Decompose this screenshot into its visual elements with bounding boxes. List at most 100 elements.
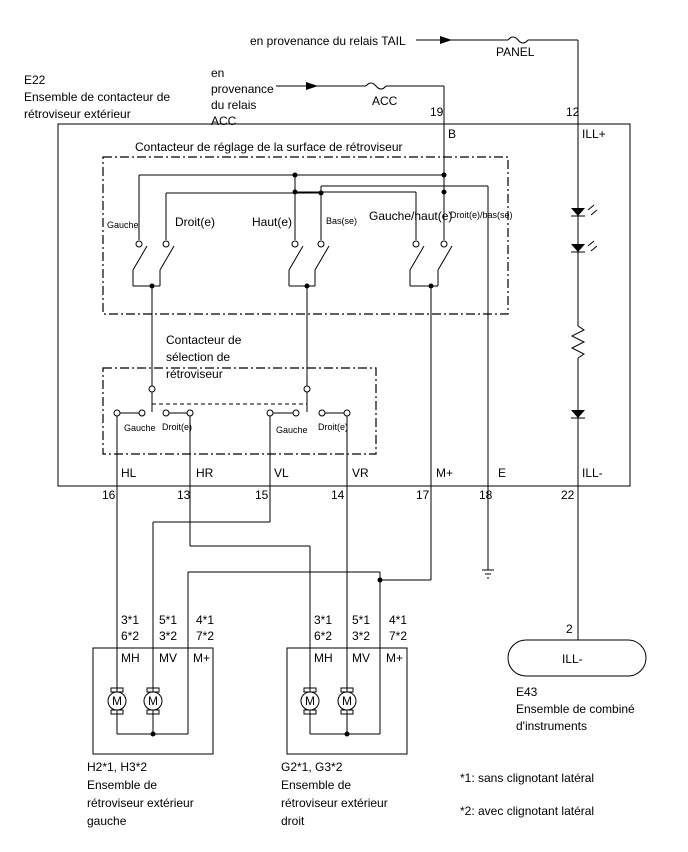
led-icon bbox=[571, 208, 585, 216]
mirror-left-pin-mp-2: 7*2 bbox=[196, 629, 214, 643]
pin-17: 17 bbox=[416, 488, 430, 502]
terminal-hl: HL bbox=[121, 466, 137, 480]
acc-source-line-4: ACC bbox=[211, 114, 237, 128]
mirror-left-assembly bbox=[92, 647, 214, 755]
select-label-left-2: Gauche bbox=[276, 425, 308, 435]
pin-18: 18 bbox=[479, 488, 493, 502]
acc-fuse-label: ACC bbox=[372, 94, 398, 108]
harness-wires bbox=[116, 416, 494, 734]
mirror-left-code: H2*1, H3*2 bbox=[87, 760, 147, 774]
mirror-left-pin-mv-1: 5*1 bbox=[159, 613, 177, 627]
mirror-left-pin-mh-2: 6*2 bbox=[121, 629, 139, 643]
mirror-right-terminal-mp: M+ bbox=[386, 651, 403, 665]
acc-source-line-3: du relais bbox=[211, 98, 256, 112]
tail-feed: en provenance du relais TAIL PANEL bbox=[250, 34, 579, 124]
mirror-right-code: G2*1, G3*2 bbox=[281, 760, 343, 774]
diode-icon bbox=[571, 410, 585, 418]
panel-fuse-label: PANEL bbox=[496, 45, 535, 59]
arrow-right-icon bbox=[440, 36, 452, 44]
terminal-ill-plus: ILL+ bbox=[582, 127, 606, 141]
mirror-right-pin-mp-1: 4*1 bbox=[389, 613, 407, 627]
pin-16: 16 bbox=[102, 488, 116, 502]
mirror-right-name-line-2: rétroviseur extérieur bbox=[281, 796, 388, 810]
pin-13: 13 bbox=[177, 488, 191, 502]
adjust-label-left: Gauche bbox=[107, 220, 139, 230]
mirror-left-pin-mh-1: 3*1 bbox=[121, 613, 139, 627]
pin-19: 19 bbox=[430, 105, 444, 119]
illumination-circuit bbox=[570, 124, 598, 640]
adjust-switch-box bbox=[102, 156, 509, 315]
mirror-left-terminal-mh: MH bbox=[121, 651, 140, 665]
mirror-left-pin-mv-2: 3*2 bbox=[159, 629, 177, 643]
select-label-right-1: Droit(e) bbox=[162, 422, 192, 432]
adjust-switch-title: Contacteur de réglage de la surface de r… bbox=[135, 140, 403, 154]
select-switch-wiring bbox=[113, 385, 351, 417]
acc-feed: en provenance du relais ACC ACC bbox=[211, 66, 445, 128]
mirror-right-motor-v-label: M bbox=[342, 694, 352, 708]
motor-icon bbox=[300, 691, 320, 711]
mirror-right-pin-mh-2: 6*2 bbox=[314, 629, 332, 643]
mirror-right-motor-h-label: M bbox=[305, 694, 315, 708]
e22-switch-assembly bbox=[57, 123, 631, 487]
mirror-left-name-line-1: Ensemble de bbox=[87, 778, 157, 792]
acc-source-line-1: en bbox=[211, 66, 224, 80]
motor-icon bbox=[337, 691, 357, 711]
adjust-label-right-down: Droit(e)/bas(se) bbox=[450, 210, 513, 220]
select-switch-title-line-2: sélection de bbox=[166, 350, 230, 364]
e22-code: E22 bbox=[24, 73, 46, 87]
mirror-right-terminal-mh: MH bbox=[314, 651, 333, 665]
acc-source-line-2: provenance bbox=[211, 82, 274, 96]
arrow-right-icon bbox=[306, 82, 318, 90]
mirror-left-terminal-mp: M+ bbox=[193, 651, 210, 665]
adjust-label-up: Haut(e) bbox=[252, 215, 292, 229]
resistor-icon bbox=[570, 325, 586, 359]
fuse-icon bbox=[365, 82, 387, 90]
led-icon bbox=[571, 244, 585, 252]
mirror-left-name-line-3: gauche bbox=[87, 814, 127, 828]
select-switch-box bbox=[102, 367, 377, 455]
terminal-e: E bbox=[498, 466, 506, 480]
fuse-icon bbox=[507, 36, 529, 44]
select-label-right-2: Droit(e) bbox=[318, 422, 348, 432]
pin-14: 14 bbox=[331, 488, 345, 502]
note-2: *2: avec clignotant latéral bbox=[460, 804, 594, 818]
adjust-switch-wiring bbox=[132, 124, 489, 580]
terminal-b: B bbox=[448, 127, 456, 141]
mirror-right-name-line-3: droit bbox=[281, 814, 305, 828]
pin-12: 12 bbox=[566, 105, 580, 119]
mirror-right-pin-mh-1: 3*1 bbox=[314, 613, 332, 627]
mirror-left-motor-v-label: M bbox=[148, 694, 158, 708]
pin-15: 15 bbox=[255, 488, 269, 502]
terminal-hr: HR bbox=[196, 466, 214, 480]
mirror-right-assembly bbox=[286, 647, 408, 755]
terminal-vr: VR bbox=[352, 466, 369, 480]
select-switch-title-line-1: Contacteur de bbox=[166, 333, 242, 347]
terminal-vl: VL bbox=[274, 466, 289, 480]
e43-name-line-1: Ensemble de combiné bbox=[516, 702, 635, 716]
adjust-label-left-up: Gauche/haut(e) bbox=[369, 209, 452, 223]
terminal-m-plus: M+ bbox=[436, 466, 453, 480]
select-label-left-1: Gauche bbox=[124, 423, 156, 433]
mirror-right-name-line-1: Ensemble de bbox=[281, 778, 351, 792]
mirror-left-motor-h-label: M bbox=[112, 694, 122, 708]
terminal-ill-minus: ILL- bbox=[582, 466, 603, 480]
pin-22: 22 bbox=[561, 488, 575, 502]
note-1: *1: sans clignotant latéral bbox=[460, 771, 594, 785]
e22-name-line-1: Ensemble de contacteur de bbox=[24, 90, 170, 104]
e43-code: E43 bbox=[516, 685, 538, 699]
e43-terminal: ILL- bbox=[562, 652, 583, 666]
motor-icon bbox=[143, 691, 163, 711]
mirror-right-pin-mp-2: 7*2 bbox=[389, 629, 407, 643]
tail-source-label: en provenance du relais TAIL bbox=[250, 34, 406, 48]
mirror-left-pin-mp-1: 4*1 bbox=[196, 613, 214, 627]
select-switch-title-line-3: rétroviseur bbox=[166, 367, 223, 381]
motor-icon bbox=[107, 691, 127, 711]
mirror-left-name-line-2: rétroviseur extérieur bbox=[87, 796, 194, 810]
e43-name-line-2: d'instruments bbox=[516, 719, 587, 733]
e22-name-line-2: rétroviseur extérieur bbox=[24, 107, 131, 121]
e43-instrument-cluster bbox=[507, 639, 647, 677]
adjust-label-down: Bas(se) bbox=[326, 216, 357, 226]
mirror-left-terminal-mv: MV bbox=[159, 651, 177, 665]
e43-pin: 2 bbox=[566, 622, 573, 636]
